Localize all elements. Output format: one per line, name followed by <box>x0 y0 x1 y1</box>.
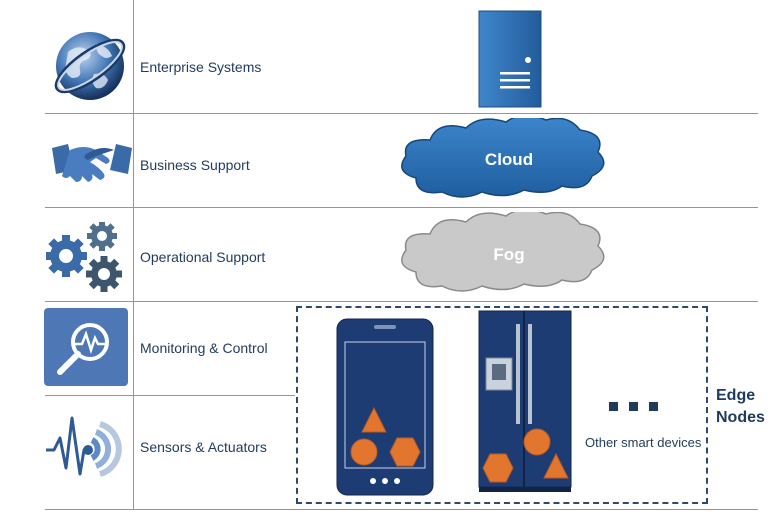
row-divider <box>45 207 758 208</box>
row-divider <box>45 301 758 302</box>
layer-label-operational: Operational Support <box>140 249 266 265</box>
gears-icon <box>46 222 122 292</box>
fog-node: Fog <box>401 212 605 292</box>
layer-label-business: Business Support <box>140 157 250 173</box>
smartphone-icon <box>336 318 434 496</box>
edge-nodes-label: Edge Nodes <box>716 385 765 429</box>
other-devices-label: Other smart devices <box>585 435 702 450</box>
edge-label-line2: Nodes <box>716 409 765 426</box>
row-divider <box>45 113 758 114</box>
layer-label-enterprise: Enterprise Systems <box>140 59 262 75</box>
smart-fridge-icon <box>478 310 572 492</box>
layer-label-sensors: Sensors & Actuators <box>140 439 267 455</box>
layer-label-monitoring: Monitoring & Control <box>140 340 268 356</box>
edge-label-line1: Edge <box>716 387 756 404</box>
sensor-wave-icon <box>46 416 122 477</box>
monitoring-chart-icon <box>44 308 128 386</box>
globe-icon <box>54 32 126 100</box>
handshake-icon <box>52 144 132 182</box>
row-divider <box>45 509 758 510</box>
fog-label: Fog <box>493 245 524 264</box>
row-divider <box>45 395 295 396</box>
cloud-node: Cloud <box>401 118 605 198</box>
edge-nodes-boundary <box>296 306 708 504</box>
column-divider <box>133 0 134 510</box>
ellipsis-icon <box>609 398 669 416</box>
server-icon <box>478 10 542 108</box>
cloud-label: Cloud <box>485 150 533 169</box>
